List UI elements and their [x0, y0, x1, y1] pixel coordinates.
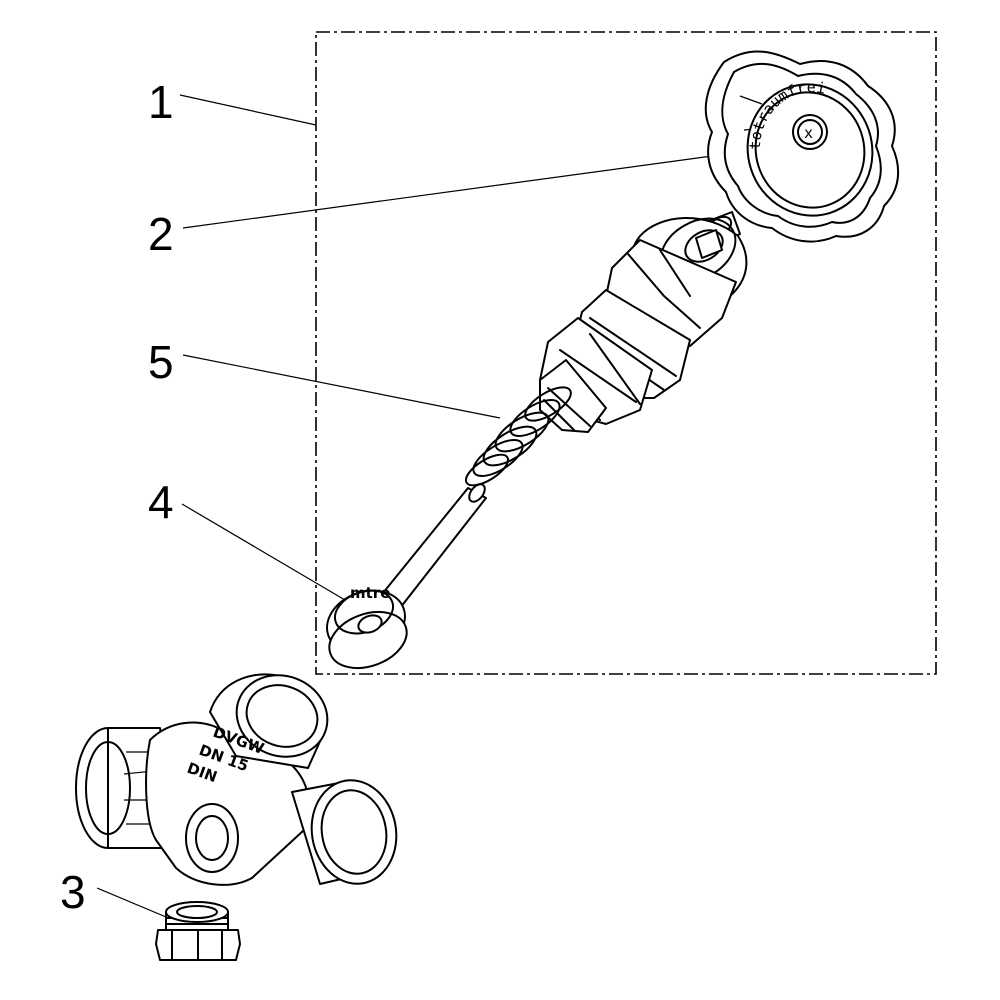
assembly-group-frame	[315, 31, 937, 675]
handwheel: x totraumfrei	[704, 50, 900, 243]
drain-plug	[155, 901, 241, 961]
callout-2: 2	[148, 208, 174, 260]
leader-line-2	[182, 155, 713, 229]
valve-upper-part	[539, 211, 748, 433]
callout-1: 1	[148, 76, 174, 128]
knob-symbol: x	[804, 124, 813, 142]
seal-marking: mtre	[350, 584, 390, 602]
callout-3: 3	[60, 866, 86, 918]
callout-4: 4	[148, 476, 174, 528]
spindle-with-seal: mtre	[326, 483, 487, 670]
leader-line-4	[181, 503, 346, 601]
spring	[464, 386, 572, 487]
leader-line-1	[179, 94, 317, 126]
callout-5: 5	[148, 336, 174, 388]
valve-body: DVGW DN 15 DIN	[75, 673, 398, 886]
leader-line-5	[182, 354, 501, 419]
leader-line-3	[96, 887, 179, 923]
